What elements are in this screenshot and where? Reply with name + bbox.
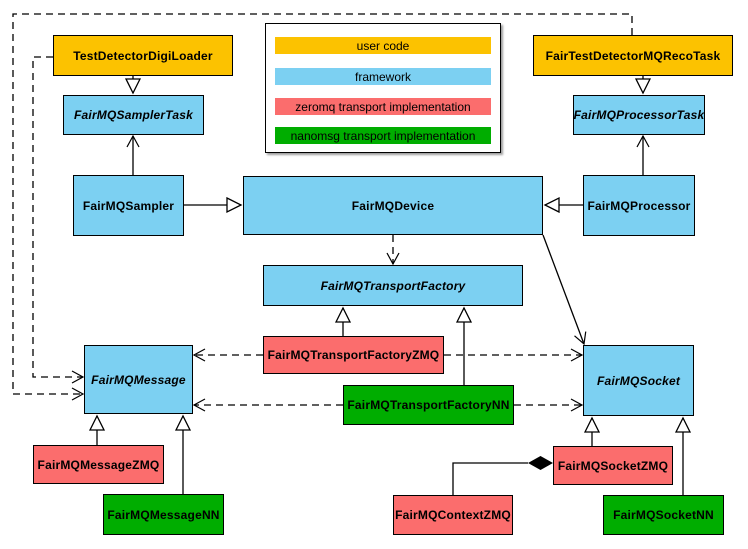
class-box-fairmqmessage: FairMQMessage xyxy=(84,345,193,414)
legend-item-framework: framework xyxy=(275,68,491,85)
class-box-fairmqcontextzmq: FairMQContextZMQ xyxy=(393,495,513,535)
class-box-testdetectordigiloader: TestDetectorDigiLoader xyxy=(53,35,233,76)
class-box-fairmqsocketzmq: FairMQSocketZMQ xyxy=(553,446,673,485)
class-box-fairmqmessagenn: FairMQMessageNN xyxy=(103,494,224,535)
edge-recotask-depends-message xyxy=(12,13,633,401)
class-box-fairmqmessagezmq: FairMQMessageZMQ xyxy=(33,445,164,484)
class-box-fairmqtransportfactoryzmq: FairMQTransportFactoryZMQ xyxy=(263,336,444,374)
class-box-fairmqsocketnn: FairMQSocketNN xyxy=(603,495,724,535)
class-box-fairmqprocessortask: FairMQProcessorTask xyxy=(573,95,705,135)
composition-diamond-icon xyxy=(528,456,553,470)
legend-item-zeromq: zeromq transport implementation xyxy=(275,98,491,115)
edge-socketzmq-owns-contextzmq xyxy=(452,462,528,495)
legend-item-user-code: user code xyxy=(275,37,491,54)
class-box-fairmqsocket: FairMQSocket xyxy=(583,345,694,416)
class-box-fairmqtransportfactorynn: FairMQTransportFactoryNN xyxy=(343,385,514,425)
class-box-fairmqsampler: FairMQSampler xyxy=(73,175,184,236)
class-box-fairmqdevice: FairMQDevice xyxy=(243,176,543,235)
class-box-fairmqprocessor: FairMQProcessor xyxy=(583,175,695,236)
edge-digiloader-depends-message xyxy=(32,56,85,384)
edge-device-uses-socket xyxy=(542,234,587,346)
class-box-fairtestdetectormqrecotask: FairTestDetectorMQRecoTask xyxy=(533,35,733,76)
class-box-fairmqsamplertask: FairMQSamplerTask xyxy=(63,95,204,135)
legend-item-nanomsg: nanomsg transport implementation xyxy=(275,127,491,144)
legend: user code framework zeromq transport imp… xyxy=(265,23,501,153)
class-box-fairmqtransportfactory: FairMQTransportFactory xyxy=(263,265,523,306)
